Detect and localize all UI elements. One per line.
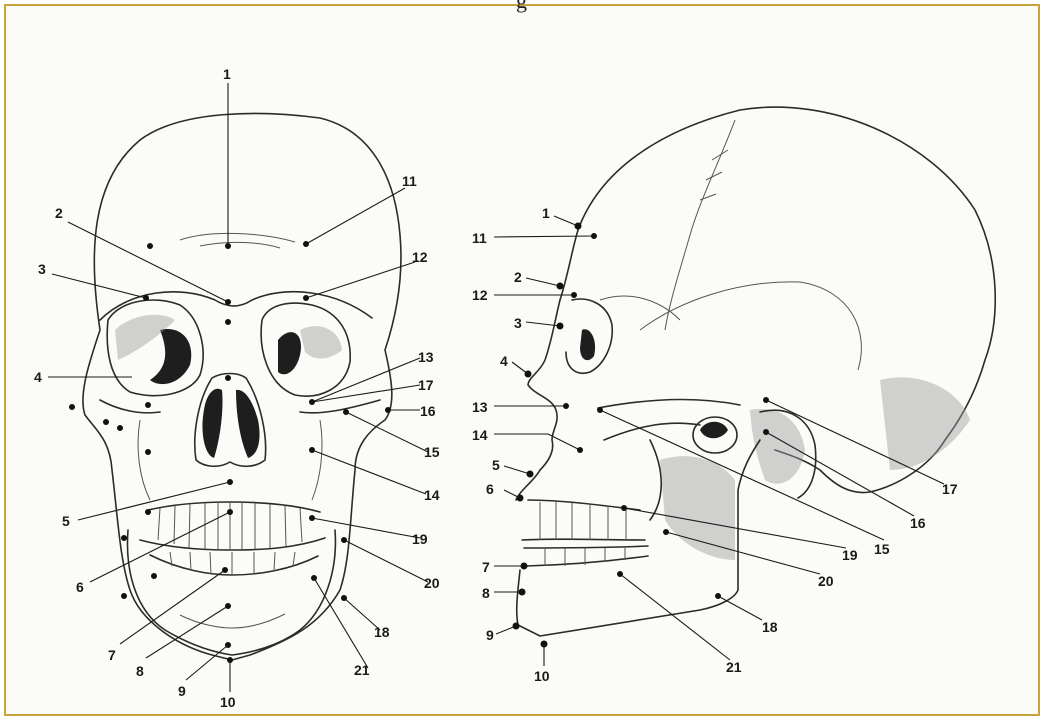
lateral-label-18: 18 — [762, 619, 778, 635]
lateral-label-3: 3 — [514, 315, 522, 331]
lateral-label-20: 20 — [818, 573, 834, 589]
frontal-label-6: 6 — [76, 579, 84, 595]
frontal-label-8: 8 — [136, 663, 144, 679]
frontal-label-19: 19 — [412, 531, 428, 547]
frontal-label-1: 1 — [223, 66, 231, 82]
frontal-label-13: 13 — [418, 349, 434, 365]
frontal-label-14: 14 — [424, 487, 440, 503]
frontal-label-3: 3 — [38, 261, 46, 277]
frontal-leader-lines — [48, 83, 428, 692]
lateral-label-5: 5 — [492, 457, 500, 473]
lateral-label-11: 11 — [472, 230, 487, 246]
frontal-label-5: 5 — [62, 513, 70, 529]
frontal-label-20: 20 — [424, 575, 440, 591]
lateral-label-6: 6 — [486, 481, 494, 497]
lateral-label-14: 14 — [472, 427, 488, 443]
frontal-label-9: 9 — [178, 683, 186, 699]
frontal-label-4: 4 — [34, 369, 42, 385]
frontal-label-10: 10 — [220, 694, 236, 710]
lateral-label-7: 7 — [482, 559, 490, 575]
frontal-label-17: 17 — [418, 377, 434, 393]
lateral-label-1: 1 — [542, 205, 550, 221]
lateral-label-8: 8 — [482, 585, 490, 601]
frontal-label-2: 2 — [55, 205, 63, 221]
lateral-label-15: 15 — [874, 541, 890, 557]
lateral-label-16: 16 — [910, 515, 926, 531]
frontal-label-15: 15 — [424, 444, 440, 460]
frontal-label-16: 16 — [420, 403, 436, 419]
lateral-label-9: 9 — [486, 627, 494, 643]
frontal-landmark-dots — [69, 241, 391, 663]
frontal-label-18: 18 — [374, 624, 390, 640]
lateral-label-21: 21 — [726, 659, 742, 675]
lateral-label-17: 17 — [942, 481, 958, 497]
lateral-label-2: 2 — [514, 269, 522, 285]
frontal-label-7: 7 — [108, 647, 116, 663]
lateral-label-12: 12 — [472, 287, 488, 303]
lateral-labels: 1 11 2 12 3 4 13 14 5 6 7 8 9 10 17 16 1… — [472, 205, 958, 684]
lateral-label-19: 19 — [842, 547, 858, 563]
frontal-label-12: 12 — [412, 249, 428, 265]
lateral-label-13: 13 — [472, 399, 488, 415]
lateral-label-10: 10 — [534, 668, 550, 684]
lateral-label-4: 4 — [500, 353, 508, 369]
frontal-skull-drawing — [83, 113, 401, 660]
frontal-label-21: 21 — [354, 662, 370, 678]
frontal-label-11: 11 — [402, 173, 417, 189]
